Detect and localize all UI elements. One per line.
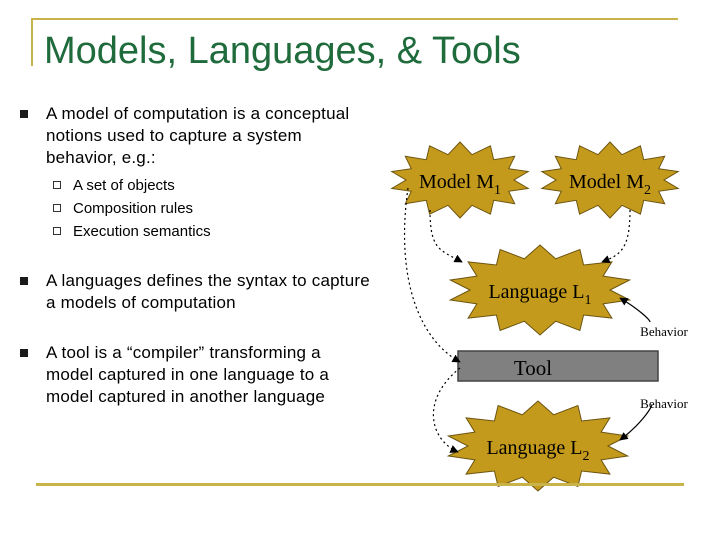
model-m2-label: Model M2 xyxy=(569,171,651,198)
sub-bullet-item: Execution semantics xyxy=(53,221,211,243)
square-bullet-icon xyxy=(20,277,28,285)
language-l2-starburst xyxy=(446,400,630,492)
behavior-top-connector xyxy=(619,297,651,323)
hollow-square-bullet-icon xyxy=(53,204,61,212)
behavior-bottom-connector xyxy=(619,404,653,441)
m1-to-tool-arrow xyxy=(403,187,461,363)
tool-box xyxy=(457,350,659,382)
language-l2-label: Language L2 xyxy=(486,437,589,464)
sub-bullet-item: Composition rules xyxy=(53,198,193,220)
sub-bullet-item: A set of objects xyxy=(53,175,175,197)
title-rule-vertical xyxy=(31,18,33,66)
bullet-text: A languages defines the syntax to captur… xyxy=(46,271,370,312)
m2-to-l1-arrow xyxy=(601,209,631,264)
m1-to-l1-arrow xyxy=(429,209,463,263)
square-bullet-icon xyxy=(20,110,28,118)
title-rule-horizontal xyxy=(31,18,678,20)
language-l1-label: Language L1 xyxy=(488,281,591,308)
model-m1-label: Model M1 xyxy=(419,171,501,198)
hollow-square-bullet-icon xyxy=(53,181,61,189)
sub-bullet-text: Composition rules xyxy=(73,200,194,217)
tool-to-l2-arrow xyxy=(432,367,461,453)
behavior-bottom-label: Behavior xyxy=(640,396,688,411)
bullet-item-language: A languages defines the syntax to captur… xyxy=(20,270,370,314)
behavior-top-label: Behavior xyxy=(640,324,688,339)
slide-title: Models, Languages, & Tools xyxy=(44,30,521,72)
bullet-text: A model of computation is a conceptual n… xyxy=(46,104,350,167)
language-l1-starburst xyxy=(448,244,632,336)
tool-label: Tool xyxy=(514,356,552,380)
sub-bullet-text: Execution semantics xyxy=(73,223,211,240)
hollow-square-bullet-icon xyxy=(53,227,61,235)
bullet-item-model: A model of computation is a conceptual n… xyxy=(20,103,370,169)
bullet-text: A tool is a “compiler” transforming a mo… xyxy=(46,343,329,406)
model-m2-starburst xyxy=(540,141,680,219)
bullet-item-tool: A tool is a “compiler” transforming a mo… xyxy=(20,342,370,408)
square-bullet-icon xyxy=(20,349,28,357)
footer-rule xyxy=(36,483,684,486)
model-m1-starburst xyxy=(390,141,530,219)
sub-bullet-text: A set of objects xyxy=(73,177,175,194)
